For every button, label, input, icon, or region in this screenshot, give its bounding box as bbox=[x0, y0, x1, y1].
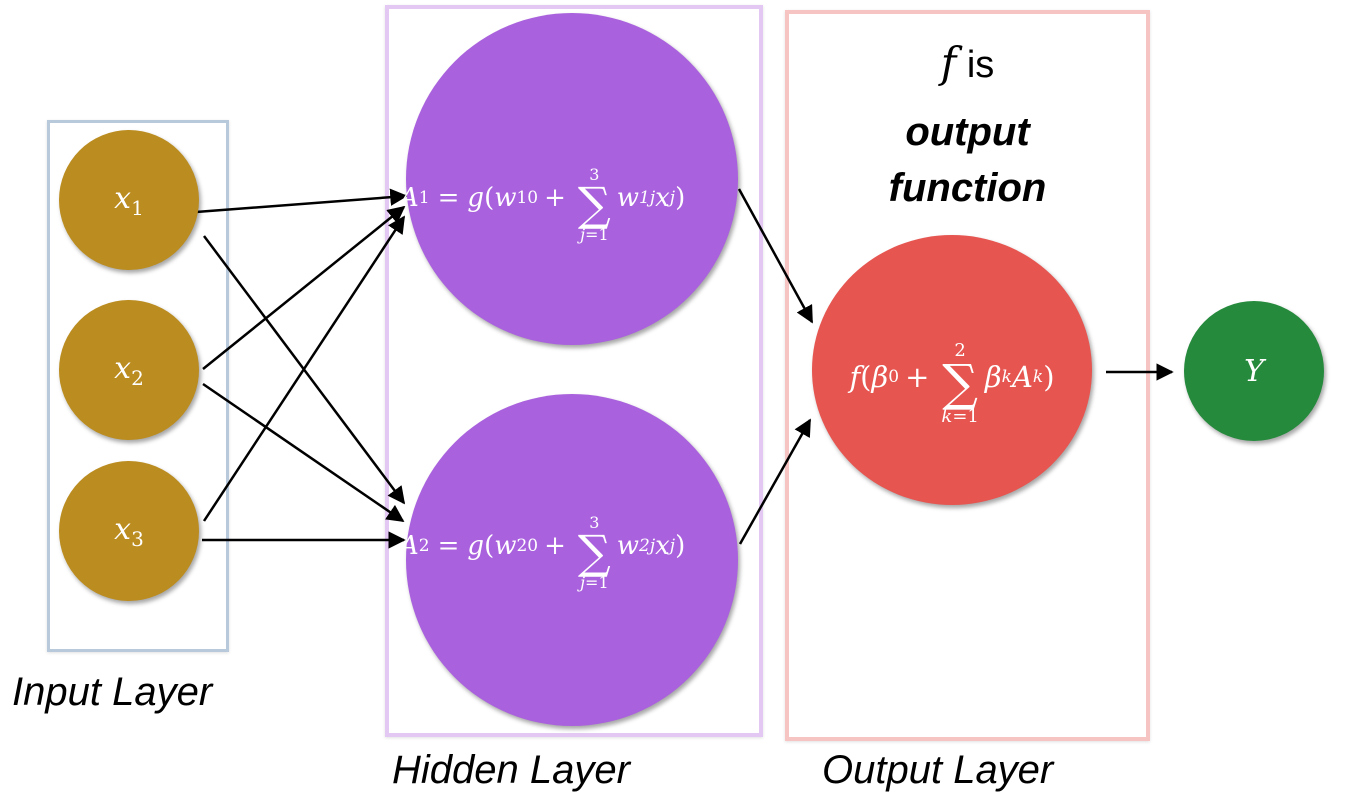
sum-lower-var: j bbox=[580, 572, 586, 592]
sum-lower-rest: =1 bbox=[952, 405, 979, 427]
edge-x1-A2 bbox=[202, 235, 406, 505]
formula-eq: = bbox=[437, 182, 460, 213]
output-function-note-line1: f is bbox=[785, 38, 1150, 87]
summation: 3 ∑ j=1 bbox=[578, 167, 611, 243]
formula-wj: w bbox=[616, 182, 640, 213]
formula-plus: + bbox=[544, 530, 566, 561]
formula-fn: g bbox=[467, 182, 485, 213]
formula-lhs-sub: 1 bbox=[418, 187, 430, 208]
subscript: 2 bbox=[131, 365, 144, 390]
subscript: 1 bbox=[131, 195, 144, 220]
output-layer-label: Output Layer bbox=[822, 748, 1054, 792]
edge-x3-A1 bbox=[202, 215, 406, 522]
summation: 2 ∑ k=1 bbox=[941, 342, 978, 426]
formula-lhs-sub: 2 bbox=[418, 535, 430, 556]
hidden-layer-label: Hidden Layer bbox=[392, 748, 630, 792]
formula-lhs: A bbox=[400, 182, 419, 213]
f-symbol: f bbox=[940, 38, 957, 87]
formula-open: ( bbox=[484, 182, 495, 213]
formula-w0-sub: 10 bbox=[516, 187, 539, 208]
sum-lower-rest: =1 bbox=[585, 224, 609, 244]
formula-eq: = bbox=[437, 530, 460, 561]
summation: 3 ∑ j=1 bbox=[578, 515, 611, 591]
formula-ak: A bbox=[1011, 360, 1033, 394]
formula-close: ) bbox=[1043, 360, 1055, 394]
input-node-x1: x1 bbox=[59, 130, 199, 270]
var-x: x bbox=[114, 511, 132, 547]
edge-x2-A2 bbox=[202, 382, 405, 523]
input-node-x3: x3 bbox=[59, 461, 199, 601]
var-Y: Y bbox=[1244, 353, 1264, 389]
formula-b0-sub: 0 bbox=[888, 367, 900, 387]
var-x: x bbox=[114, 350, 132, 386]
formula-close: ) bbox=[675, 530, 686, 561]
formula-fn: f bbox=[849, 360, 861, 394]
formula-w0: w bbox=[494, 182, 517, 213]
formula-open: ( bbox=[860, 360, 872, 394]
sum-upper: 3 bbox=[589, 165, 600, 184]
formula-bk: β bbox=[984, 360, 1002, 394]
formula-xj: x bbox=[655, 530, 670, 561]
sum-lower-var: k bbox=[941, 405, 953, 427]
formula-xj-sub: j bbox=[669, 535, 676, 556]
formula-b0: β bbox=[871, 360, 889, 394]
formula-wj-sub: 1j bbox=[639, 187, 656, 208]
formula-wj: w bbox=[616, 530, 640, 561]
formula-plus: + bbox=[544, 182, 566, 213]
output-function-note-line2: output bbox=[905, 110, 1030, 154]
output-function-note-line3: function bbox=[888, 166, 1047, 210]
var-x: x bbox=[114, 180, 132, 216]
note-is: is bbox=[956, 44, 995, 86]
formula-w0-sub: 20 bbox=[516, 535, 539, 556]
formula-ak-sub: k bbox=[1032, 367, 1044, 387]
sum-upper: 3 bbox=[589, 513, 600, 532]
sigma-icon: ∑ bbox=[942, 354, 978, 413]
formula-lhs: A bbox=[400, 530, 419, 561]
input-node-x2: x2 bbox=[59, 300, 199, 440]
formula-bk-sub: k bbox=[1001, 367, 1012, 387]
formula-plus: + bbox=[905, 360, 930, 394]
formula-xj: x bbox=[655, 182, 670, 213]
subscript: 3 bbox=[131, 526, 144, 551]
sigma-icon: ∑ bbox=[577, 525, 611, 579]
sum-lower-var: j bbox=[580, 224, 586, 244]
sum-lower-rest: =1 bbox=[585, 572, 609, 592]
formula-xj-sub: j bbox=[669, 187, 676, 208]
formula-w0: w bbox=[494, 530, 517, 561]
formula-open: ( bbox=[484, 530, 495, 561]
formula-wj-sub: 2j bbox=[639, 535, 656, 556]
sigma-icon: ∑ bbox=[577, 177, 611, 231]
target-node-Y: Y bbox=[1184, 301, 1324, 441]
sum-upper: 2 bbox=[954, 340, 966, 362]
formula-fn: g bbox=[467, 530, 485, 561]
input-layer-label: Input Layer bbox=[12, 670, 213, 714]
formula-close: ) bbox=[675, 182, 686, 213]
edge-x2-A1 bbox=[202, 205, 406, 370]
